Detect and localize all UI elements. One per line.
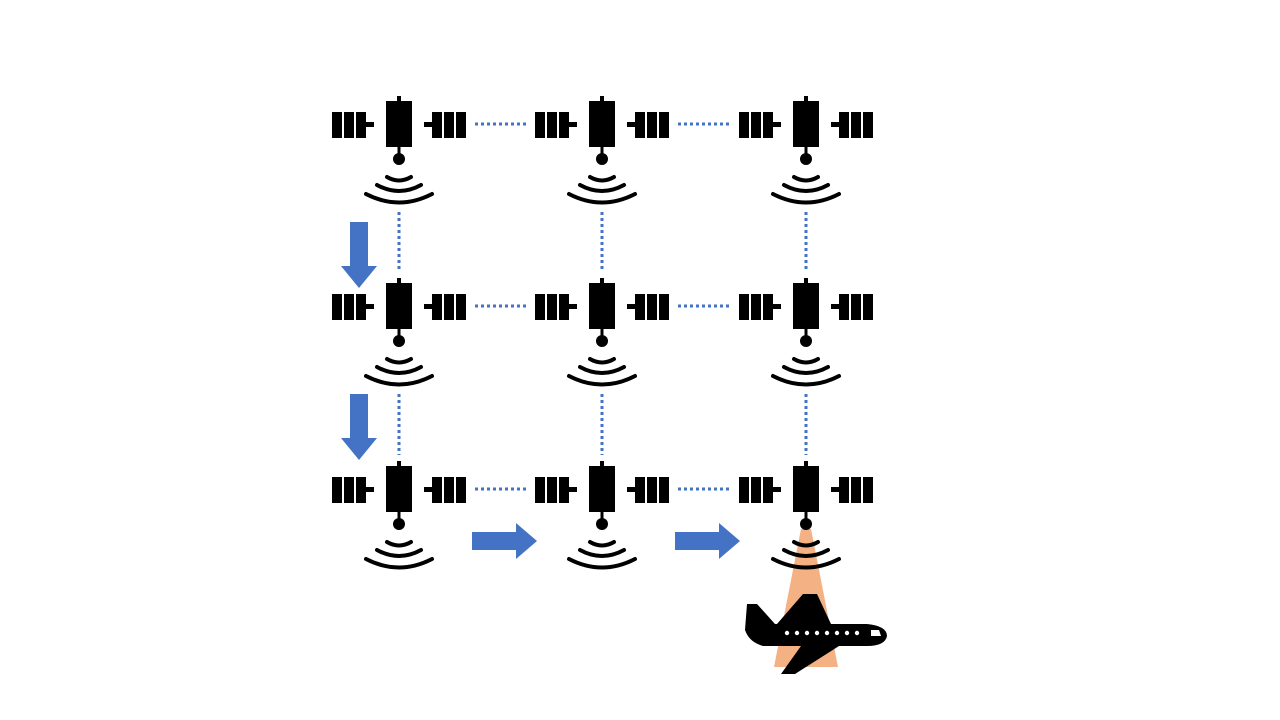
airplane-icon — [745, 594, 887, 674]
satellite-icon — [330, 276, 468, 387]
satellite-icon — [533, 459, 671, 570]
route-arrow-down-2 — [341, 394, 377, 460]
satellite-icon — [737, 94, 875, 205]
satellite-icon — [533, 94, 671, 205]
sat-r3-c1 — [330, 459, 468, 570]
sat-r1-c2 — [533, 94, 671, 205]
satellite-icon — [330, 94, 468, 205]
sat-r1-c1 — [330, 94, 468, 205]
satellite-icon — [737, 276, 875, 387]
sat-r1-c3 — [737, 94, 875, 205]
sat-r2-c3 — [737, 276, 875, 387]
sat-r2-c1 — [330, 276, 468, 387]
sat-r2-c2 — [533, 276, 671, 387]
sat-r3-c2 — [533, 459, 671, 570]
satellite-icon — [330, 459, 468, 570]
route-arrow-right-3 — [472, 523, 537, 559]
route-arrow-down-1 — [341, 222, 377, 288]
route-arrow-right-4 — [675, 523, 740, 559]
satellite-icon — [533, 276, 671, 387]
